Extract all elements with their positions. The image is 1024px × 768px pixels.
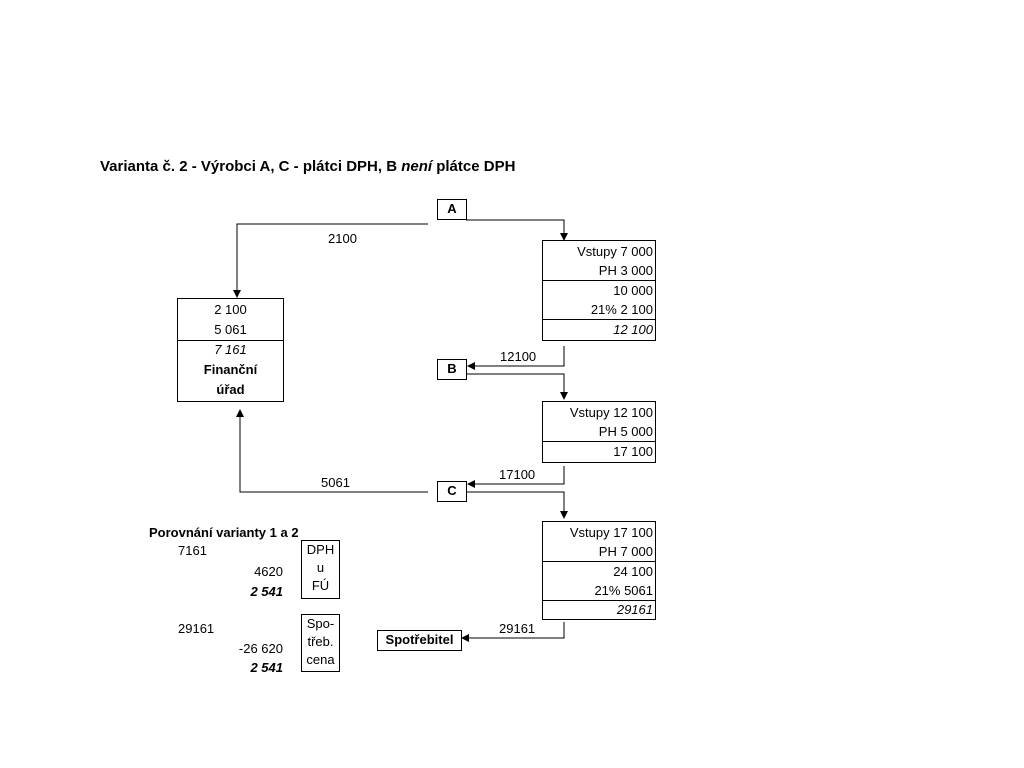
box-a-divider — [543, 280, 655, 281]
comparison-dph-diff: 2 541 — [250, 584, 283, 599]
box-b-divider — [543, 441, 655, 442]
tax-office-divider — [178, 340, 283, 341]
arrow-b-to-box-b — [466, 373, 568, 400]
node-consumer: Spotřebitel — [377, 630, 462, 651]
box-c-total: 29161 — [616, 602, 653, 617]
arrow-a-to-box-a — [466, 219, 568, 241]
box-b-total: 17 100 — [613, 444, 653, 459]
producer-c-calc-box: Vstupy 17 100 PH 7 000 24 100 21% 5061 2… — [542, 521, 656, 620]
arrow-box-c-to-consumer — [461, 622, 565, 642]
comparison-heading: Porovnání varianty 1 a 2 — [149, 525, 299, 540]
arrow-c-to-fu — [236, 409, 428, 493]
flow-label-a-to-fu: 2100 — [328, 231, 357, 246]
flow-label-b-to-c: 17100 — [499, 467, 536, 482]
box-a-total: 12 100 — [613, 322, 653, 337]
box-c-row: PH 7 000 — [598, 544, 653, 559]
node-a: A — [437, 199, 467, 220]
arrow-box-b-to-c — [467, 466, 565, 488]
price-label-line: třeb. — [307, 634, 334, 649]
arrow-box-a-to-b — [467, 346, 565, 370]
price-label-line: cena — [306, 652, 335, 667]
dph-label-line: u — [316, 560, 325, 575]
price-label-line: Spo- — [306, 616, 335, 631]
box-c-row: 21% 5061 — [594, 583, 653, 598]
node-c: C — [437, 481, 467, 502]
comparison-price-label-box: Spo- třeb. cena — [301, 614, 340, 672]
comparison-dph-value1: 7161 — [178, 543, 207, 558]
box-b-row: Vstupy 12 100 — [569, 405, 653, 420]
comparison-price-diff: 2 541 — [250, 660, 283, 675]
box-a-row: 10 000 — [613, 283, 653, 298]
page-title: Varianta č. 2 - Výrobci A, C - plátci DP… — [100, 158, 516, 175]
box-b-row: PH 5 000 — [598, 424, 653, 439]
producer-a-calc-box: Vstupy 7 000 PH 3 000 10 000 21% 2 100 1… — [542, 240, 656, 341]
tax-office-row: 2 100 — [214, 302, 247, 317]
arrow-a-to-fu — [233, 223, 428, 298]
comparison-price-value2: -26 620 — [238, 641, 283, 656]
tax-office-total: 7 161 — [214, 342, 247, 357]
box-c-divider — [543, 600, 655, 601]
box-a-row: 21% 2 100 — [590, 302, 653, 317]
tax-office-box: 2 100 5 061 7 161 Finanční úřad — [177, 298, 284, 402]
node-b: B — [437, 359, 467, 380]
comparison-dph-value2: 4620 — [254, 564, 283, 579]
flow-label-c-to-consumer: 29161 — [499, 621, 536, 636]
tax-office-row: 5 061 — [214, 322, 247, 337]
arrow-c-to-box-c — [466, 491, 568, 519]
tax-office-name-line1: Finanční — [203, 362, 258, 377]
box-c-row: Vstupy 17 100 — [569, 525, 653, 540]
dph-label-line: DPH — [306, 542, 335, 557]
comparison-price-value1: 29161 — [178, 621, 215, 636]
box-a-divider — [543, 319, 655, 320]
box-a-row: Vstupy 7 000 — [577, 244, 653, 259]
box-c-row: 24 100 — [613, 564, 653, 579]
dph-label-line: FÚ — [311, 578, 330, 593]
tax-office-name-line2: úřad — [216, 382, 245, 397]
box-c-divider — [543, 561, 655, 562]
flow-label-c-to-fu: 5061 — [321, 475, 350, 490]
comparison-dph-label-box: DPH u FÚ — [301, 540, 340, 599]
box-a-row: PH 3 000 — [598, 263, 653, 278]
producer-b-calc-box: Vstupy 12 100 PH 5 000 17 100 — [542, 401, 656, 463]
flow-label-a-to-b: 12100 — [500, 349, 537, 364]
